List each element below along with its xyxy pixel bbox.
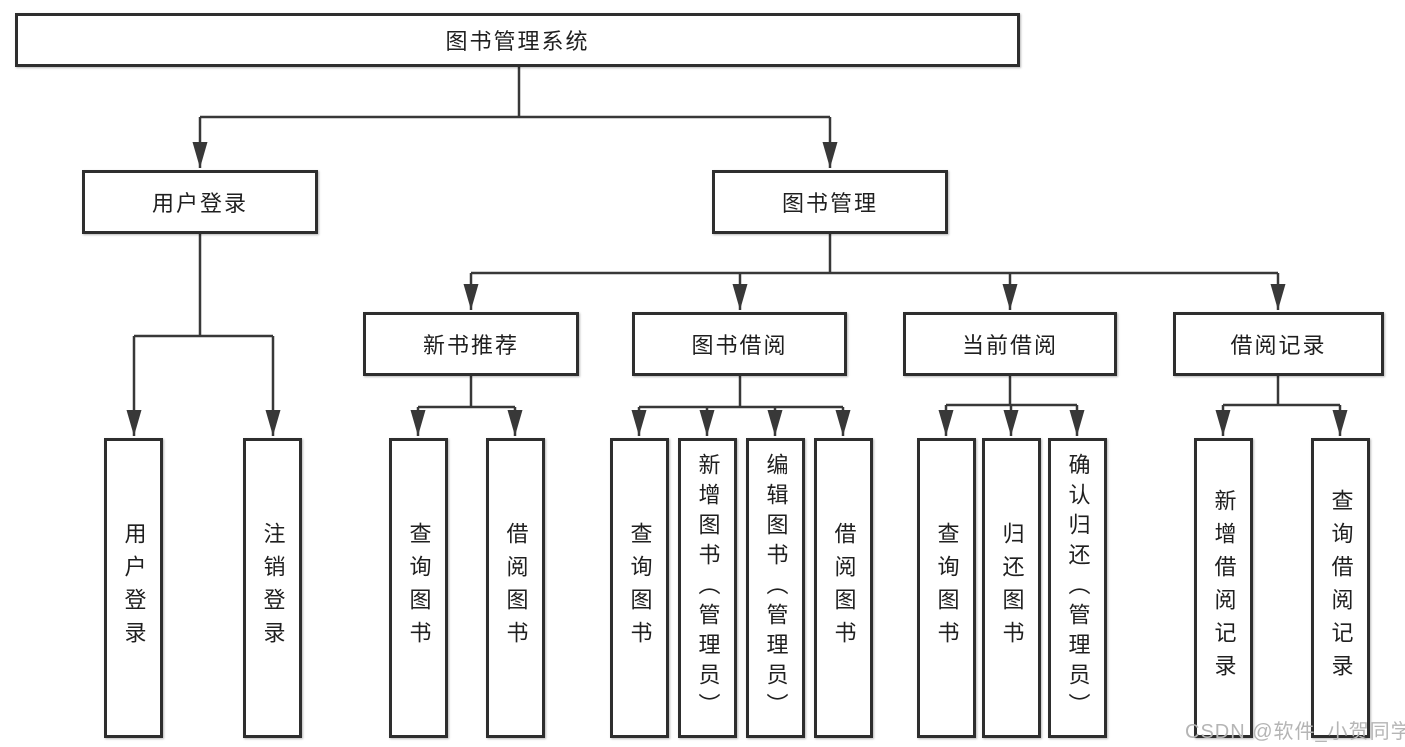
leaf-query-books-current-label: 查询图书 bbox=[934, 522, 960, 654]
leaf-add-book-admin-label: 新增图书（管理员） bbox=[695, 453, 721, 723]
leaf-query-books-borrow: 查询图书 bbox=[610, 438, 669, 738]
leaf-query-books-borrow-label: 查询图书 bbox=[627, 522, 653, 654]
node-new-book-recommend-label: 新书推荐 bbox=[422, 333, 519, 358]
node-borrow-records-label: 借阅记录 bbox=[1230, 333, 1327, 358]
node-book-management-label: 图书管理 bbox=[781, 191, 878, 216]
leaf-return-book: 归还图书 bbox=[982, 438, 1041, 738]
csdn-watermark: CSDN @软件_小贺同学 bbox=[1185, 721, 1405, 743]
leaf-edit-book-admin-label: 编辑图书（管理员） bbox=[763, 453, 789, 723]
node-book-borrow: 图书借阅 bbox=[632, 312, 847, 376]
node-book-borrow-label: 图书借阅 bbox=[691, 333, 788, 358]
leaf-query-books-current: 查询图书 bbox=[917, 438, 976, 738]
leaf-query-books-recommend-label: 查询图书 bbox=[406, 522, 432, 654]
node-current-borrow-label: 当前借阅 bbox=[961, 333, 1058, 358]
leaf-logout: 注销登录 bbox=[243, 438, 302, 738]
leaf-user-login: 用户登录 bbox=[104, 438, 163, 738]
node-current-borrow: 当前借阅 bbox=[903, 312, 1117, 376]
node-borrow-records: 借阅记录 bbox=[1173, 312, 1384, 376]
leaf-borrow-books-recommend: 借阅图书 bbox=[486, 438, 545, 738]
leaf-logout-label: 注销登录 bbox=[260, 522, 286, 654]
leaf-query-borrow-record: 查询借阅记录 bbox=[1311, 438, 1370, 738]
leaf-add-book-admin: 新增图书（管理员） bbox=[678, 438, 737, 738]
leaf-borrow-books-recommend-label: 借阅图书 bbox=[503, 522, 529, 654]
leaf-borrow-books-label: 借阅图书 bbox=[831, 522, 857, 654]
node-root-label: 图书管理系统 bbox=[445, 29, 590, 54]
node-user-login: 用户登录 bbox=[82, 170, 318, 234]
leaf-add-borrow-record-label: 新增借阅记录 bbox=[1211, 489, 1237, 687]
leaf-return-book-label: 归还图书 bbox=[999, 522, 1025, 654]
leaf-borrow-books: 借阅图书 bbox=[814, 438, 873, 738]
leaf-query-books-recommend: 查询图书 bbox=[389, 438, 448, 738]
leaf-confirm-return-admin: 确认归还（管理员） bbox=[1048, 438, 1107, 738]
leaf-confirm-return-admin-label: 确认归还（管理员） bbox=[1065, 453, 1091, 723]
leaf-query-borrow-record-label: 查询借阅记录 bbox=[1328, 489, 1354, 687]
node-root-system: 图书管理系统 bbox=[15, 13, 1020, 67]
leaf-user-login-label: 用户登录 bbox=[121, 522, 147, 654]
leaf-edit-book-admin: 编辑图书（管理员） bbox=[746, 438, 805, 738]
node-book-management: 图书管理 bbox=[712, 170, 948, 234]
node-new-book-recommend: 新书推荐 bbox=[363, 312, 579, 376]
leaf-add-borrow-record: 新增借阅记录 bbox=[1194, 438, 1253, 738]
node-user-login-label: 用户登录 bbox=[151, 191, 248, 216]
